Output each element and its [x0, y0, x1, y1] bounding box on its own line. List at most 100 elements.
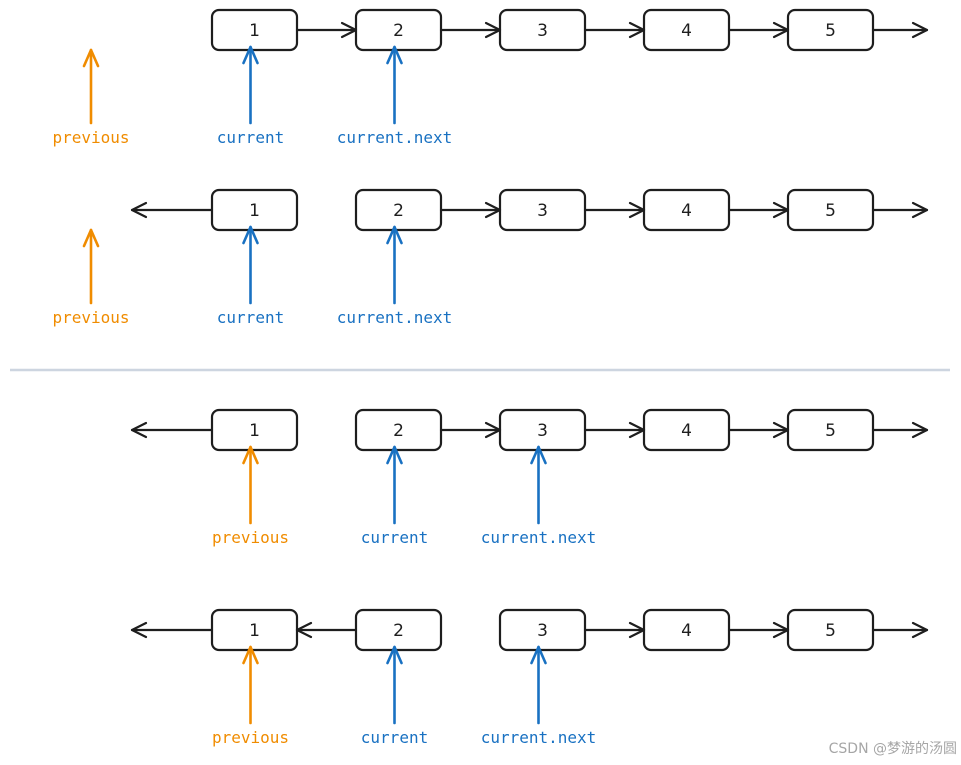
list-node: 4	[642, 188, 731, 232]
node-label: 1	[249, 21, 260, 41]
pointer-current-next: current.next	[481, 445, 597, 547]
list-node: 3	[498, 8, 587, 52]
list-node: 1	[210, 608, 299, 652]
pointer-current: current	[361, 645, 428, 747]
next-link-arrowhead	[772, 21, 790, 39]
next-link-arrowhead	[911, 21, 929, 39]
pointer-arrowhead	[242, 225, 259, 245]
node-label: 1	[249, 421, 260, 441]
pointer-previous: previous	[212, 645, 289, 747]
list-node: 4	[642, 608, 731, 652]
pointer-label: current	[361, 728, 428, 747]
node-label: 3	[537, 421, 548, 441]
next-link-arrowhead	[911, 201, 929, 219]
list-node: 3	[498, 408, 587, 452]
list-node: 5	[786, 608, 875, 652]
pointer-previous: previous	[212, 445, 289, 547]
pointer-label: current.next	[481, 528, 597, 547]
pointer-arrowhead	[386, 445, 403, 465]
pointer-current-next: current.next	[337, 225, 453, 327]
list-node: 5	[786, 8, 875, 52]
watermark: CSDN @梦游的汤圆	[829, 741, 957, 757]
next-link-arrowhead	[772, 621, 790, 639]
pointer-label: previous	[52, 128, 129, 147]
step-1: 1 2 3 4 5 previous current current.next	[52, 8, 929, 147]
node-label: 5	[825, 201, 836, 221]
pointer-arrowhead	[242, 645, 259, 665]
next-link-arrowhead	[340, 21, 358, 39]
null-link-arrowhead	[130, 201, 148, 219]
pointer-arrowhead	[530, 445, 547, 465]
next-link-arrowhead	[628, 421, 646, 439]
node-label: 3	[537, 621, 548, 641]
list-node: 2	[354, 188, 443, 232]
pointer-arrowhead	[530, 645, 547, 665]
list-node: 3	[498, 188, 587, 232]
node-label: 2	[393, 621, 404, 641]
step-3: 1 2 3 4 5 previous current current.next	[130, 408, 929, 547]
pointer-current: current	[217, 225, 284, 327]
next-link-arrowhead	[628, 21, 646, 39]
node-label: 5	[825, 421, 836, 441]
list-node: 5	[786, 188, 875, 232]
pointer-label: previous	[212, 728, 289, 747]
list-node: 5	[786, 408, 875, 452]
list-node: 2	[354, 8, 443, 52]
pointer-arrowhead	[242, 445, 259, 465]
pointer-arrowhead	[386, 225, 403, 245]
pointer-current: current	[361, 445, 428, 547]
next-link-arrowhead	[772, 201, 790, 219]
pointer-label: current.next	[481, 728, 597, 747]
next-link-arrowhead	[911, 621, 929, 639]
pointer-label: current	[217, 128, 284, 147]
null-link-arrowhead	[130, 421, 148, 439]
node-label: 3	[537, 201, 548, 221]
pointer-label: current	[217, 308, 284, 327]
pointer-current-next: current.next	[337, 45, 453, 147]
pointer-label: current.next	[337, 308, 453, 327]
next-link-arrowhead	[484, 21, 502, 39]
node-label: 4	[681, 621, 692, 641]
node-label: 2	[393, 201, 404, 221]
pointer-label: previous	[52, 308, 129, 327]
node-label: 4	[681, 421, 692, 441]
list-node: 2	[354, 408, 443, 452]
node-label: 5	[825, 21, 836, 41]
node-label: 3	[537, 21, 548, 41]
pointer-current-next: current.next	[481, 645, 597, 747]
next-link-arrowhead	[911, 421, 929, 439]
next-link-arrowhead	[484, 201, 502, 219]
pointer-label: current	[361, 528, 428, 547]
node-label: 5	[825, 621, 836, 641]
pointer-previous: previous	[52, 228, 130, 327]
pointer-arrowhead	[242, 45, 259, 65]
next-link-arrowhead	[628, 201, 646, 219]
node-label: 2	[393, 421, 404, 441]
pointer-current: current	[217, 45, 284, 147]
node-label: 4	[681, 21, 692, 41]
list-node: 4	[642, 408, 731, 452]
list-node: 1	[210, 188, 299, 232]
pointer-previous: previous	[52, 48, 130, 147]
step-4: 1 2 3 4 5 previous current current.next	[130, 608, 929, 747]
pointer-label: previous	[212, 528, 289, 547]
node-label: 4	[681, 201, 692, 221]
pointer-arrowhead	[386, 45, 403, 65]
pointer-arrowhead	[386, 645, 403, 665]
null-link-arrowhead	[130, 621, 148, 639]
list-node: 2	[354, 608, 443, 652]
step-2: 1 2 3 4 5 previous current current.next	[52, 188, 929, 327]
node-label: 2	[393, 21, 404, 41]
reversed-link-arrowhead	[295, 621, 313, 639]
next-link-arrowhead	[484, 421, 502, 439]
list-node: 4	[642, 8, 731, 52]
pointer-arrowhead	[82, 228, 100, 248]
list-node: 1	[210, 408, 299, 452]
next-link-arrowhead	[628, 621, 646, 639]
next-link-arrowhead	[772, 421, 790, 439]
node-label: 1	[249, 201, 260, 221]
list-node: 3	[498, 608, 587, 652]
pointer-label: current.next	[337, 128, 453, 147]
pointer-arrowhead	[82, 48, 100, 68]
